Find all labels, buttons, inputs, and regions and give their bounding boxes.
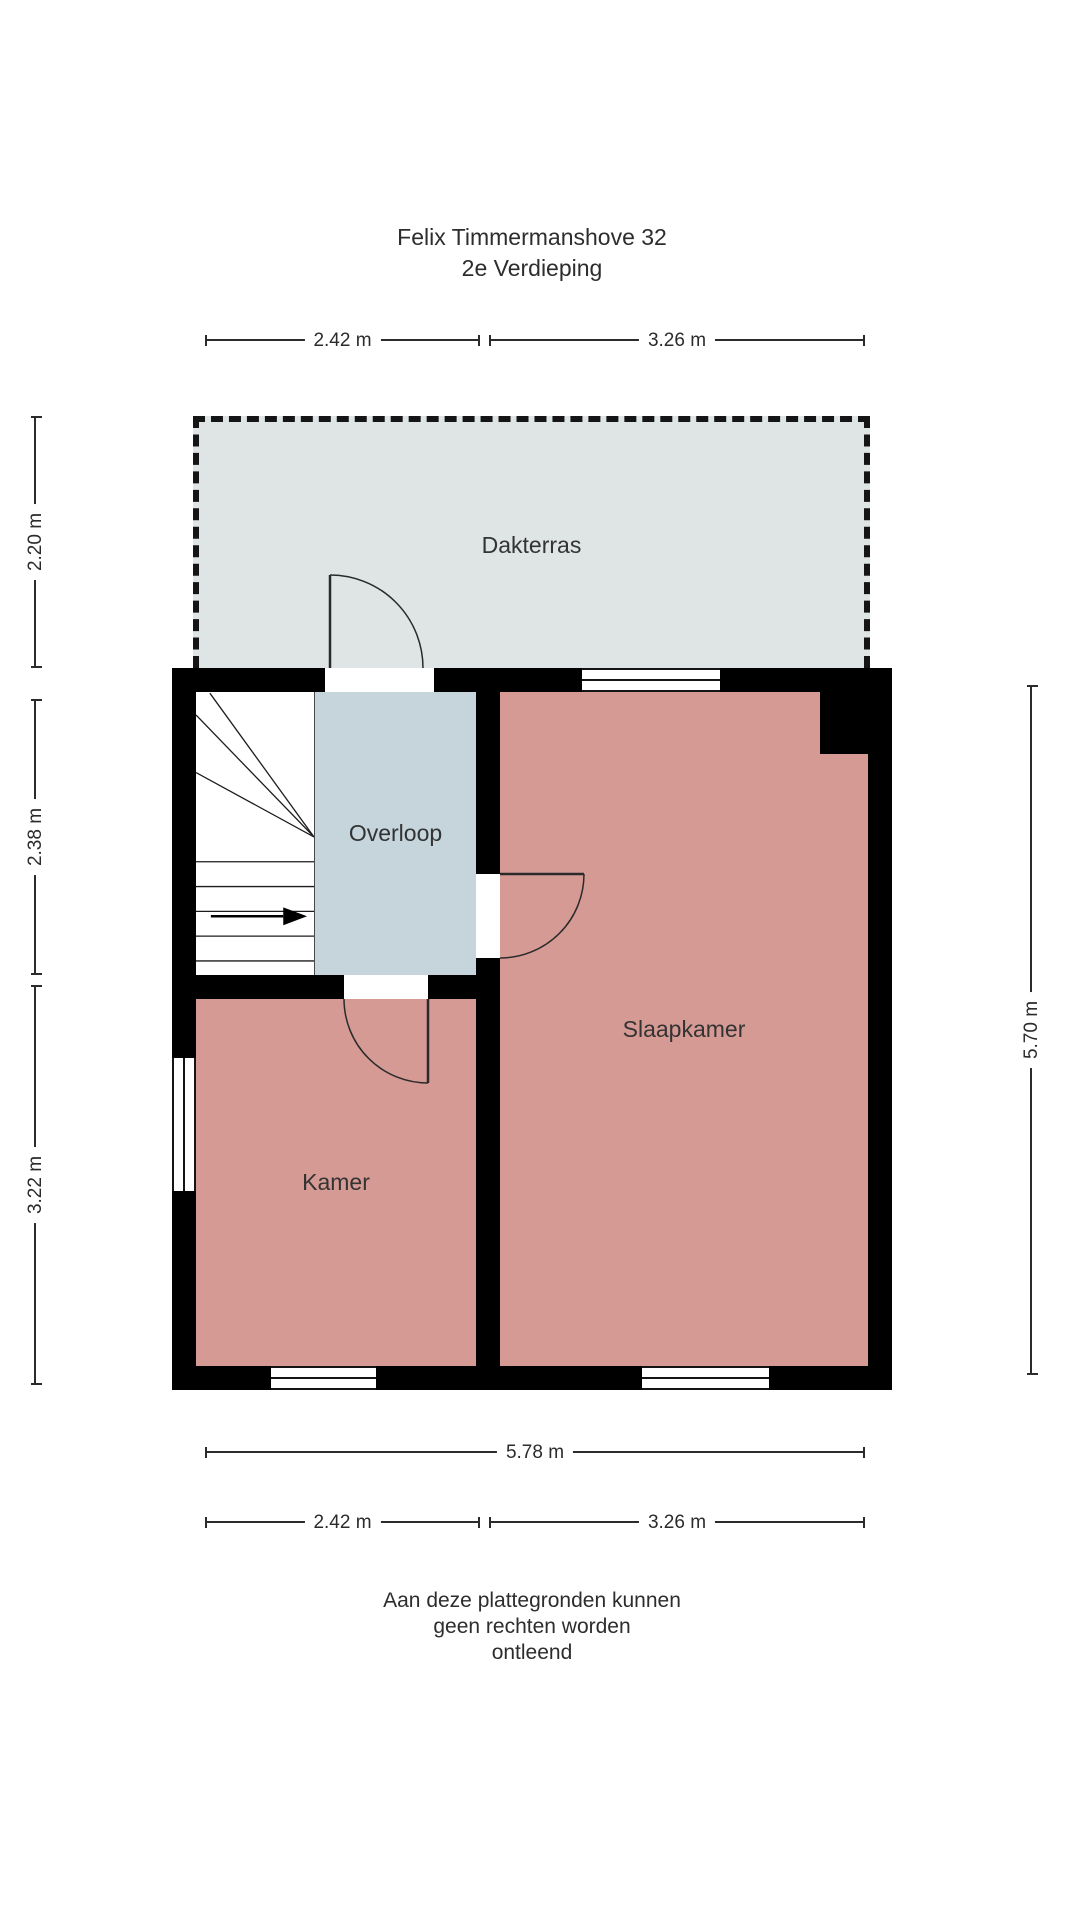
dim-bottom-total: 5.78 m [205, 1442, 865, 1464]
dim-left-terrace-label: 2.20 m [25, 503, 47, 581]
door-opening-terrace [325, 668, 434, 692]
dim-left-kamer-label: 3.22 m [25, 1146, 47, 1224]
staircase-area [196, 692, 315, 975]
plan-title-address: Felix Timmermanshove 32 [397, 224, 667, 250]
room-overloop-label: Overloop [348, 820, 443, 846]
stair-treads [196, 692, 314, 962]
room-overloop: Overloop [315, 692, 476, 975]
dim-bottom-total-label: 5.78 m [496, 1442, 574, 1464]
dim-bottom-left: 2.42 m [205, 1512, 480, 1534]
dim-bottom-left-label: 2.42 m [304, 1512, 381, 1534]
dim-right-total: 5.70 m [1021, 685, 1043, 1375]
dim-left-terrace: 2.20 m [25, 416, 47, 668]
room-dakterras: Dakterras [193, 416, 870, 668]
disclaimer-line-1: Aan deze plattegronden kunnen [383, 1589, 681, 1612]
door-opening-slaapkamer [476, 874, 500, 958]
staircase-drawing [196, 692, 314, 962]
window-kamer-left [172, 1058, 196, 1191]
plan-title-floor: 2e Verdieping [461, 255, 603, 281]
window-slaapkamer-top [582, 668, 720, 692]
dim-left-overloop-label: 2.38 m [25, 798, 47, 876]
disclaimer-line-3: ontleend [491, 1641, 573, 1664]
dim-left-overloop: 2.38 m [25, 699, 47, 975]
dim-bottom-right-label: 3.26 m [638, 1512, 716, 1534]
window-slaapkamer-bottom [642, 1366, 769, 1390]
room-dakterras-label: Dakterras [481, 531, 582, 558]
door-opening-kamer [344, 975, 428, 999]
floor-structure: Overloop Slaapkamer Kamer [172, 668, 892, 1390]
room-slaapkamer-label: Slaapkamer [622, 1015, 746, 1042]
room-kamer-label: Kamer [302, 1169, 370, 1195]
dim-top-right: 3.26 m [489, 330, 865, 352]
stair-direction-arrow [210, 907, 308, 926]
dim-bottom-right: 3.26 m [489, 1512, 865, 1534]
dim-left-kamer: 3.22 m [25, 985, 47, 1385]
dim-top-left-label: 2.42 m [304, 330, 381, 352]
room-slaapkamer: Slaapkamer [500, 692, 868, 1366]
shaft-block [820, 692, 868, 754]
room-kamer: Kamer [196, 999, 476, 1366]
dim-right-total-label: 5.70 m [1021, 991, 1043, 1069]
disclaimer: Aan deze plattegronden kunnen geen recht… [0, 1588, 1064, 1666]
disclaimer-line-2: geen rechten worden [433, 1615, 631, 1638]
dim-top-left: 2.42 m [205, 330, 480, 352]
plan-title: Felix Timmermanshove 32 2e Verdieping [0, 222, 1064, 284]
dim-top-right-label: 3.26 m [638, 330, 716, 352]
window-kamer-bottom [271, 1366, 376, 1390]
